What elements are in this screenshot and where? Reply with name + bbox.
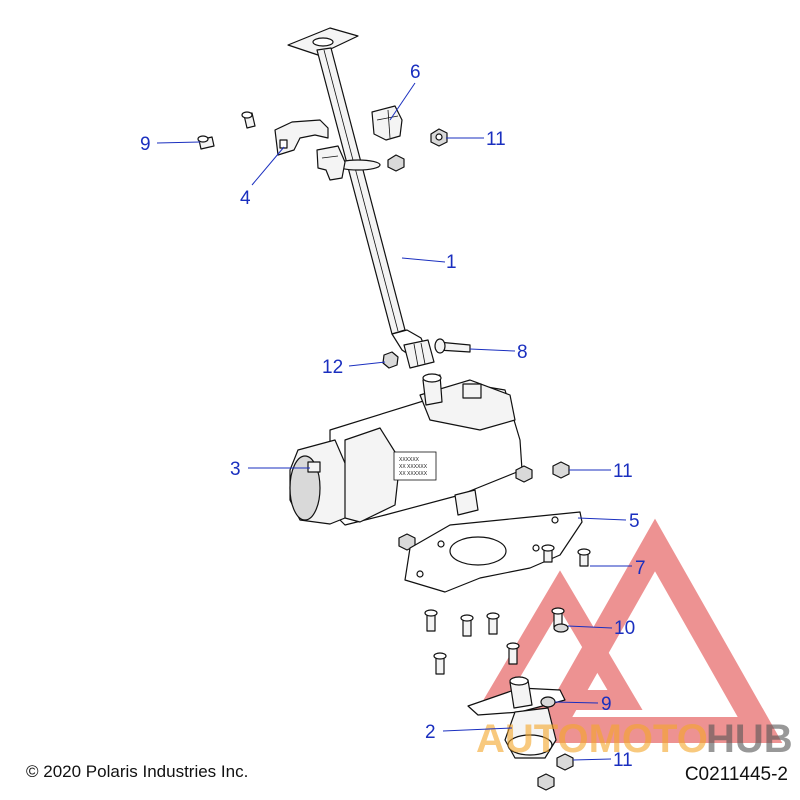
nut-12 bbox=[382, 351, 399, 369]
callout-8: 8 bbox=[517, 342, 528, 363]
bolt-l5 bbox=[506, 642, 520, 665]
bolt-l3 bbox=[486, 612, 500, 635]
nut-upper bbox=[387, 154, 405, 172]
callout-6: 6 bbox=[410, 62, 421, 83]
watermark-word-auto: AUTOMOTO bbox=[476, 717, 708, 761]
eps-housing-top bbox=[419, 379, 516, 431]
copyright-notice: © 2020 Polaris Industries Inc. bbox=[26, 762, 249, 781]
watermark-triangle-outer-icon bbox=[527, 518, 783, 743]
bushing-body bbox=[371, 105, 403, 141]
arm-flange bbox=[507, 734, 553, 756]
watermark-text: AUTOMOTO HUB bbox=[476, 717, 793, 761]
eps-nuts bbox=[398, 461, 570, 551]
label-plate-line1: XXXXXX bbox=[399, 457, 420, 463]
eps-connector bbox=[462, 383, 482, 399]
callout-12: 12 bbox=[322, 357, 343, 378]
output-arm bbox=[467, 676, 574, 791]
callout-7: 7 bbox=[635, 558, 646, 579]
callout-11c: 11 bbox=[613, 750, 633, 771]
callout-4: 4 bbox=[240, 188, 251, 209]
lower-bolts bbox=[424, 544, 591, 675]
bolt-7b bbox=[577, 548, 591, 567]
bolt-10 bbox=[551, 607, 569, 633]
column-bushing bbox=[371, 105, 403, 141]
steering-column bbox=[287, 27, 435, 369]
bolt-8-head bbox=[434, 338, 446, 354]
nut-11c bbox=[556, 753, 574, 771]
callout-11a: 11 bbox=[486, 129, 506, 150]
eps-label-plate bbox=[393, 451, 437, 481]
nut-11b bbox=[552, 461, 570, 479]
callout-5: 5 bbox=[629, 511, 640, 532]
diagram-id: C0211445-2 bbox=[684, 764, 788, 785]
bolt-l2 bbox=[460, 614, 474, 637]
bolt-l4 bbox=[433, 652, 447, 675]
power-steering-unit: XXXXXX XX XXXXXX XX XXXXXX bbox=[289, 373, 523, 526]
plate-center-hole bbox=[449, 536, 507, 566]
bolt-l1 bbox=[424, 609, 438, 632]
nut-bottom bbox=[537, 773, 555, 791]
bolt-7a bbox=[541, 544, 555, 563]
column-top-flange bbox=[312, 37, 334, 47]
eps-motor-plug bbox=[307, 461, 321, 473]
callout-1: 1 bbox=[446, 252, 457, 273]
label-plate-line2: XX XXXXXX bbox=[399, 464, 428, 470]
top-fasteners bbox=[197, 111, 448, 172]
callout-9a: 9 bbox=[140, 134, 151, 155]
clamp-bushing-left bbox=[316, 145, 346, 181]
nut-eps-a bbox=[515, 465, 533, 483]
column-splined-end bbox=[403, 339, 435, 369]
eps-housing-front bbox=[344, 427, 401, 523]
bolt-9b-head bbox=[540, 696, 556, 708]
eps-output-shaft bbox=[454, 489, 479, 516]
yoke-fasteners bbox=[382, 338, 471, 369]
callout-10: 10 bbox=[614, 618, 635, 639]
callout-11b: 11 bbox=[613, 461, 633, 482]
clamp-slot bbox=[279, 139, 288, 149]
column-clamp bbox=[274, 119, 346, 181]
label-plate-line3: XX XXXXXX bbox=[399, 471, 428, 477]
callout-9b: 9 bbox=[601, 694, 612, 715]
clamp-body bbox=[274, 119, 329, 156]
callout-3: 3 bbox=[230, 459, 241, 480]
mounting-plate bbox=[404, 511, 583, 593]
callouts: 1 2 3 4 5 6 7 8 9 9 10 11 11 11 12 bbox=[140, 62, 646, 771]
callout-2: 2 bbox=[425, 722, 436, 743]
watermark-word-hub: HUB bbox=[706, 717, 793, 761]
